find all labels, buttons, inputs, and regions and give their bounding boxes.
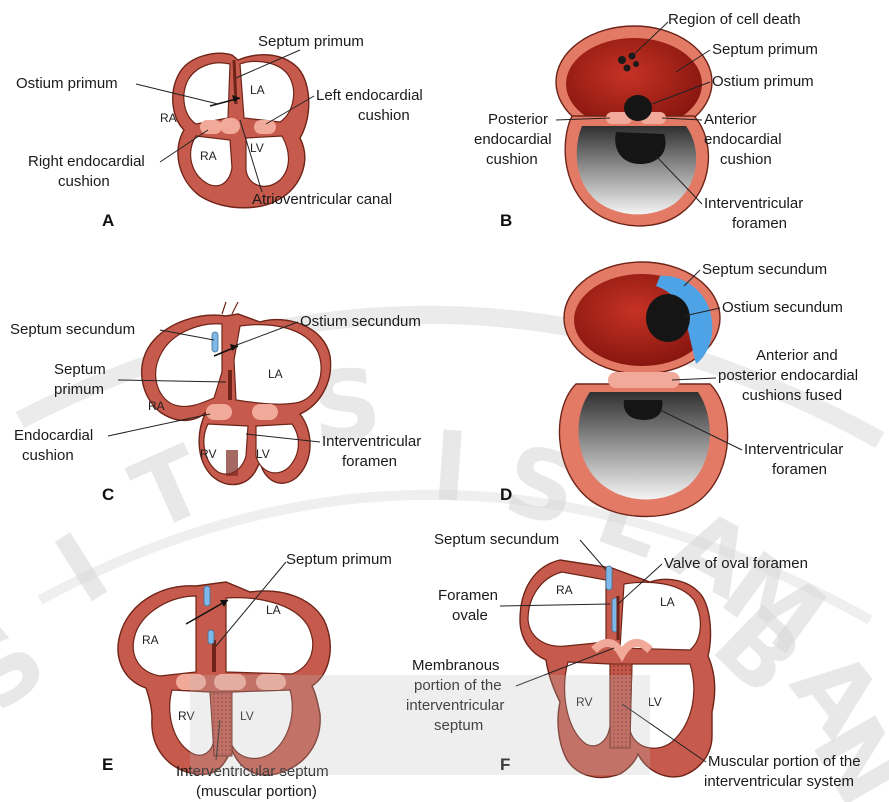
panel-b-anterior-label-2: endocardial: [704, 131, 782, 148]
panel-d-fused-label-3: cushions fused: [742, 387, 842, 404]
scan-overlay: [190, 675, 650, 775]
panel-c-cushion-label-1: Endocardial: [14, 427, 93, 444]
panel-d-iv-foramen-label-1: Interventricular: [744, 441, 843, 458]
panel-d-iv-foramen-label-2: foramen: [772, 461, 827, 478]
panel-a-left-cushion-label-2: cushion: [358, 107, 410, 124]
panel-b-iv-foramen-label-1: Interventricular: [704, 195, 803, 212]
panel-e-letter: E: [102, 755, 113, 774]
panel-c-letter: C: [102, 485, 114, 504]
panel-a-center-cushion: [220, 118, 240, 134]
panel-c-iv-foramen-label-1: Interventricular: [322, 433, 421, 450]
panel-a-letter: A: [102, 211, 114, 230]
panel-d-ostium-secundum-label: Ostium secundum: [722, 299, 843, 316]
panel-f-muscular-label-2: interventricular system: [704, 773, 854, 790]
panel-a: RA RA LA LV Septum primum Ostium primum …: [16, 33, 423, 230]
panel-a-right-cushion-label-2: cushion: [58, 173, 110, 190]
panel-f-septum-secundum: [606, 566, 612, 590]
panel-a-right-cushion: [200, 120, 222, 134]
panel-b-letter: B: [500, 211, 512, 230]
panel-c-septum-primum-label-2: primum: [54, 381, 104, 398]
panel-b-posterior-label-2: endocardial: [474, 131, 552, 148]
panel-c-cushion-right: [252, 404, 278, 420]
panel-e-ra-label: RA: [142, 633, 159, 647]
panel-a-left-cushion: [254, 120, 276, 134]
panel-b-ostium-primum: [624, 95, 652, 121]
panel-f-ra-label: RA: [556, 583, 573, 597]
panel-b: Region of cell death Septum primum Ostiu…: [474, 11, 818, 232]
panel-c-lv-label: LV: [256, 447, 270, 461]
panel-e-la-label: LA: [266, 603, 281, 617]
panel-a-left-cushion-label-1: Left endocardial: [316, 87, 423, 104]
panel-c-ra-label: RA: [148, 399, 165, 413]
panel-b-iv-foramen-label-2: foramen: [732, 215, 787, 232]
panel-d-fused-label-2: posterior endocardial: [718, 367, 858, 384]
panel-c-rv-label: RV: [200, 447, 216, 461]
panel-a-la-label: LA: [250, 83, 265, 97]
panel-c-la-label: LA: [268, 367, 283, 381]
panel-c-iv-foramen-label-2: foramen: [342, 453, 397, 470]
panel-a-lv-label: LV: [250, 141, 264, 155]
watermark-letter: I: [428, 410, 471, 524]
panel-c-cushion-label-2: cushion: [22, 447, 74, 464]
panel-f-foramen-ovale-label-2: ovale: [452, 607, 488, 624]
panel-b-cell-death-label: Region of cell death: [668, 11, 801, 28]
panel-a-ra-label: RA: [160, 111, 177, 125]
panel-d-septum-secundum-label: Septum secundum: [702, 261, 827, 278]
panel-f-la-label: LA: [660, 595, 675, 609]
panel-a-right-cushion-label-1: Right endocardial: [28, 153, 145, 170]
panel-a-av-canal-label: Atrioventricular canal: [252, 191, 392, 208]
panel-d-fused-label-1: Anterior and: [756, 347, 838, 364]
panel-a-ra-lower-label: RA: [200, 149, 217, 163]
panel-a-ostium-primum-label: Ostium primum: [16, 75, 118, 92]
panel-b-ostium-primum-label: Ostium primum: [712, 73, 814, 90]
panel-f-muscular-label-1: Muscular portion of the: [708, 753, 861, 770]
panel-f-septum-secundum-label: Septum secundum: [434, 531, 559, 548]
panel-c-septum-secundum-label: Septum secundum: [10, 321, 135, 338]
panel-e-iv-septum-label-2: (muscular portion): [196, 783, 317, 800]
panel-f-membranous-label-1: Membranous: [412, 657, 500, 674]
panel-f-valve-label: Valve of oval foramen: [664, 555, 808, 572]
watermark-letter: S: [0, 603, 67, 733]
panel-b-posterior-label-3: cushion: [486, 151, 538, 168]
panel-b-anterior-label-1: Anterior: [704, 111, 757, 128]
panel-f-lv-label: LV: [648, 695, 662, 709]
panel-d-letter: D: [500, 485, 512, 504]
panel-b-anterior-label-3: cushion: [720, 151, 772, 168]
panel-c-septum-primum-label-1: Septum: [54, 361, 106, 378]
panel-e-septum-secundum: [204, 586, 210, 606]
panel-b-posterior-label-1: Posterior: [488, 111, 548, 128]
panel-c-septum-base: [226, 450, 238, 476]
panel-c-cushion-left: [206, 404, 232, 420]
panel-c-septum-secundum: [212, 332, 218, 352]
panel-b-septum-primum-label: Septum primum: [712, 41, 818, 58]
panel-e-septum-primum-label: Septum primum: [286, 551, 392, 568]
panel-a-septum-primum-label: Septum primum: [258, 33, 364, 50]
panel-d-fused-cushions: [608, 372, 680, 388]
panel-f-foramen-ovale-label-1: Foramen: [438, 587, 498, 604]
panel-c-ostium-secundum-label: Ostium secundum: [300, 313, 421, 330]
panel-d-ostium-secundum: [646, 294, 690, 342]
